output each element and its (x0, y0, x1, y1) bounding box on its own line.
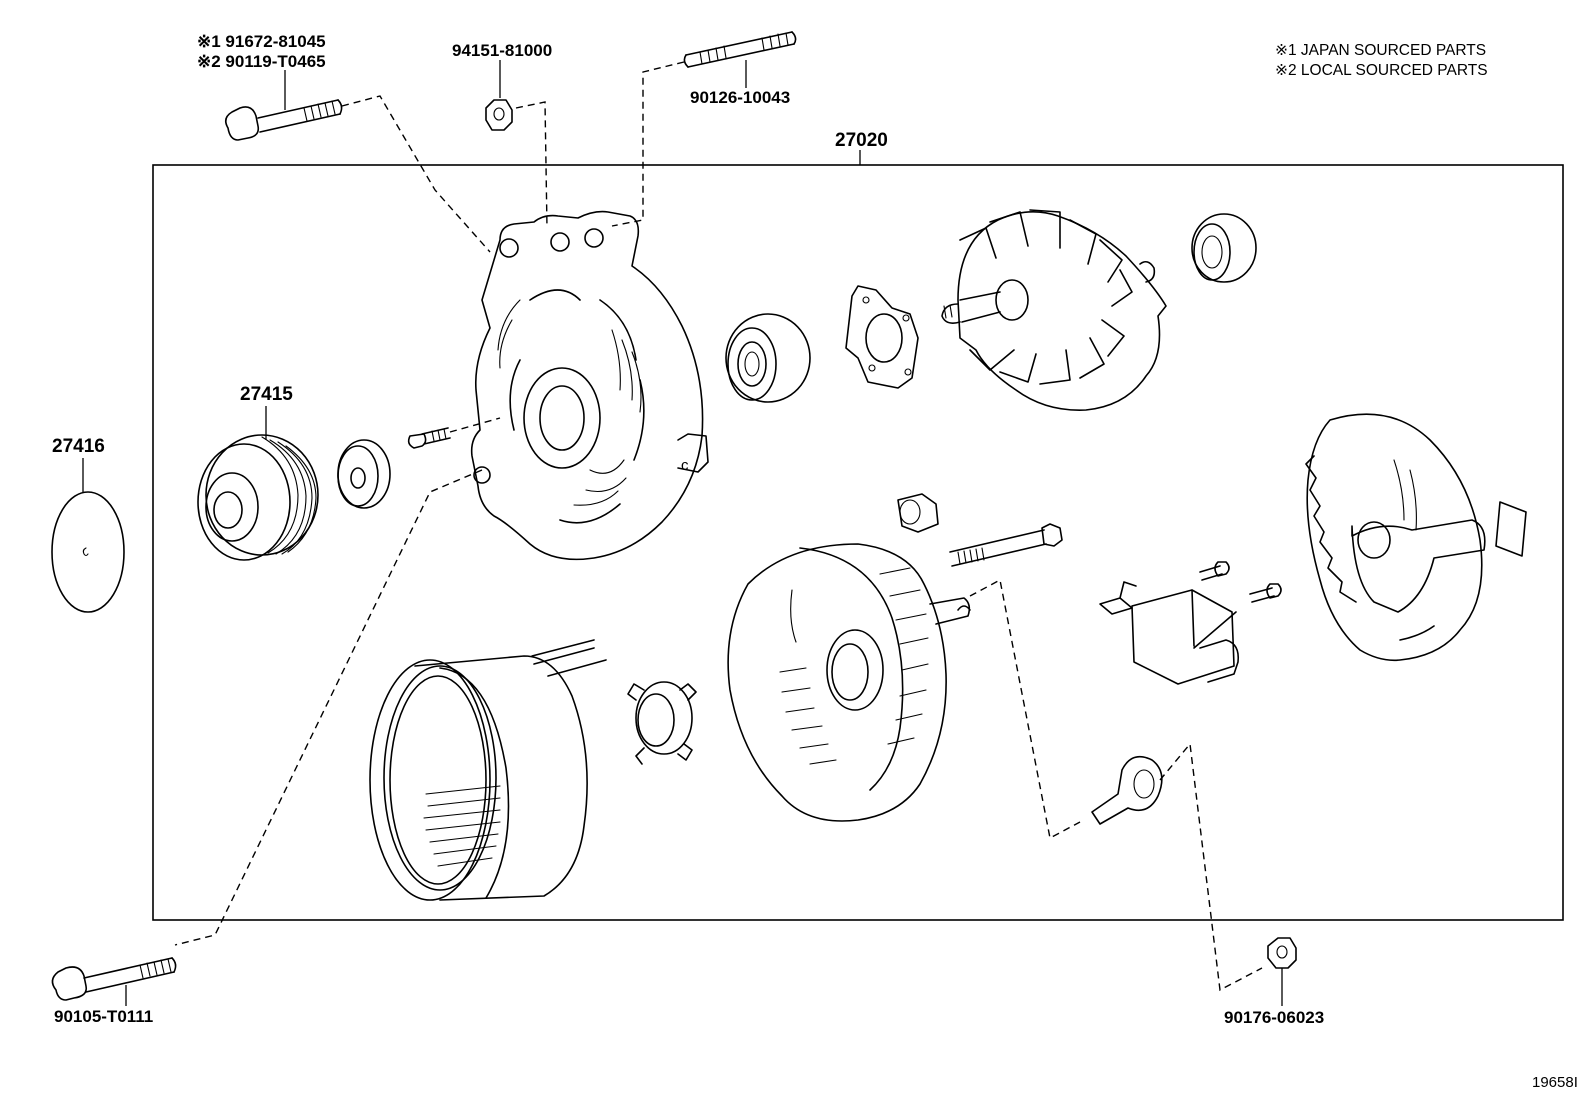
part-no-nut-bottom[interactable]: 90176-06023 (1224, 1008, 1324, 1027)
part-no-bolt-top-local[interactable]: ※2 90119-T0465 (197, 52, 326, 71)
bearing-rear-icon (1191, 213, 1257, 283)
part-no-bolt-bottom[interactable]: 90105-T0111 (54, 1007, 153, 1026)
bolt-bottom-icon (51, 957, 177, 1001)
legend: ※1 JAPAN SOURCED PARTS ※2 LOCAL SOURCED … (1275, 42, 1488, 79)
drive-end-frame-icon: c (470, 210, 709, 561)
screw-icon (407, 427, 451, 449)
part-no-stud-top[interactable]: 90126-10043 (690, 88, 790, 107)
bearing-icon (725, 313, 811, 403)
legend-local: ※2 LOCAL SOURCED PARTS (1275, 62, 1488, 79)
holder-ring-icon (627, 681, 697, 765)
regulator-icon (1099, 581, 1240, 685)
through-bolt-icon (949, 523, 1063, 567)
stator-icon (369, 639, 607, 901)
assembly-frame (152, 164, 1564, 921)
part-no-nut-top[interactable]: 94151-81000 (452, 41, 552, 60)
terminal-ring-icon (1091, 755, 1163, 825)
screw-small-icon (1199, 561, 1282, 603)
pulley-icon (197, 434, 319, 561)
rear-end-frame-icon (727, 543, 971, 822)
part-no-pulley[interactable]: 27415 (240, 384, 293, 405)
bolt-top-icon (224, 99, 343, 141)
washer-icon (337, 439, 391, 509)
nut-top-icon (485, 99, 513, 131)
nut-bottom-icon (1267, 937, 1297, 969)
retainer-plate-icon (845, 285, 919, 389)
terminal-insulator-icon (897, 493, 939, 533)
diagram-code: 19658I (1532, 1074, 1578, 1091)
assembly-ref-label[interactable]: 27020 (835, 130, 888, 151)
rotor-icon (941, 209, 1167, 411)
part-no-pulley-cap[interactable]: 27416 (52, 436, 105, 457)
stud-top-icon (683, 31, 797, 68)
svg-text:c: c (681, 457, 689, 474)
label-plate-icon (1495, 501, 1527, 557)
rear-cover-icon (1305, 413, 1486, 662)
part-no-bolt-top-japan[interactable]: ※1 91672-81045 (197, 32, 326, 51)
legend-japan: ※1 JAPAN SOURCED PARTS (1275, 42, 1486, 59)
pulley-cap-icon (51, 491, 125, 613)
